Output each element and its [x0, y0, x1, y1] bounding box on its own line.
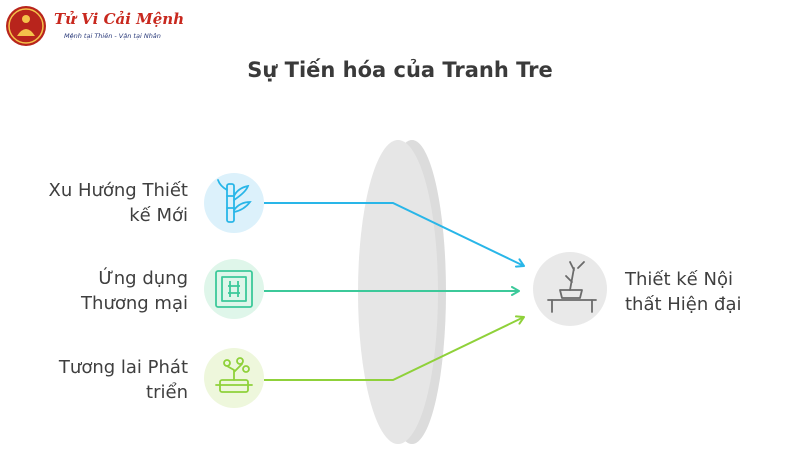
- buddha-emblem-icon: [6, 6, 46, 46]
- bonsai-pot-icon: [215, 357, 253, 393]
- site-logo[interactable]: Tử Vi Cải Mệnh Mệnh tại Thiên - Vận tại …: [4, 4, 184, 46]
- bonsai-table-icon: [547, 261, 597, 313]
- framed-bamboo-painting-icon: [215, 270, 253, 308]
- bamboo-icon: [217, 179, 252, 223]
- diagram-title: Sự Tiến hóa của Tranh Tre: [247, 58, 553, 82]
- input-circle-2: [204, 259, 264, 319]
- logo-subtitle: Mệnh tại Thiên - Vận tại Nhân: [64, 32, 161, 40]
- connector-3: [264, 315, 525, 381]
- logo-title: Tử Vi Cải Mệnh: [54, 10, 185, 28]
- connector-1: [264, 202, 525, 268]
